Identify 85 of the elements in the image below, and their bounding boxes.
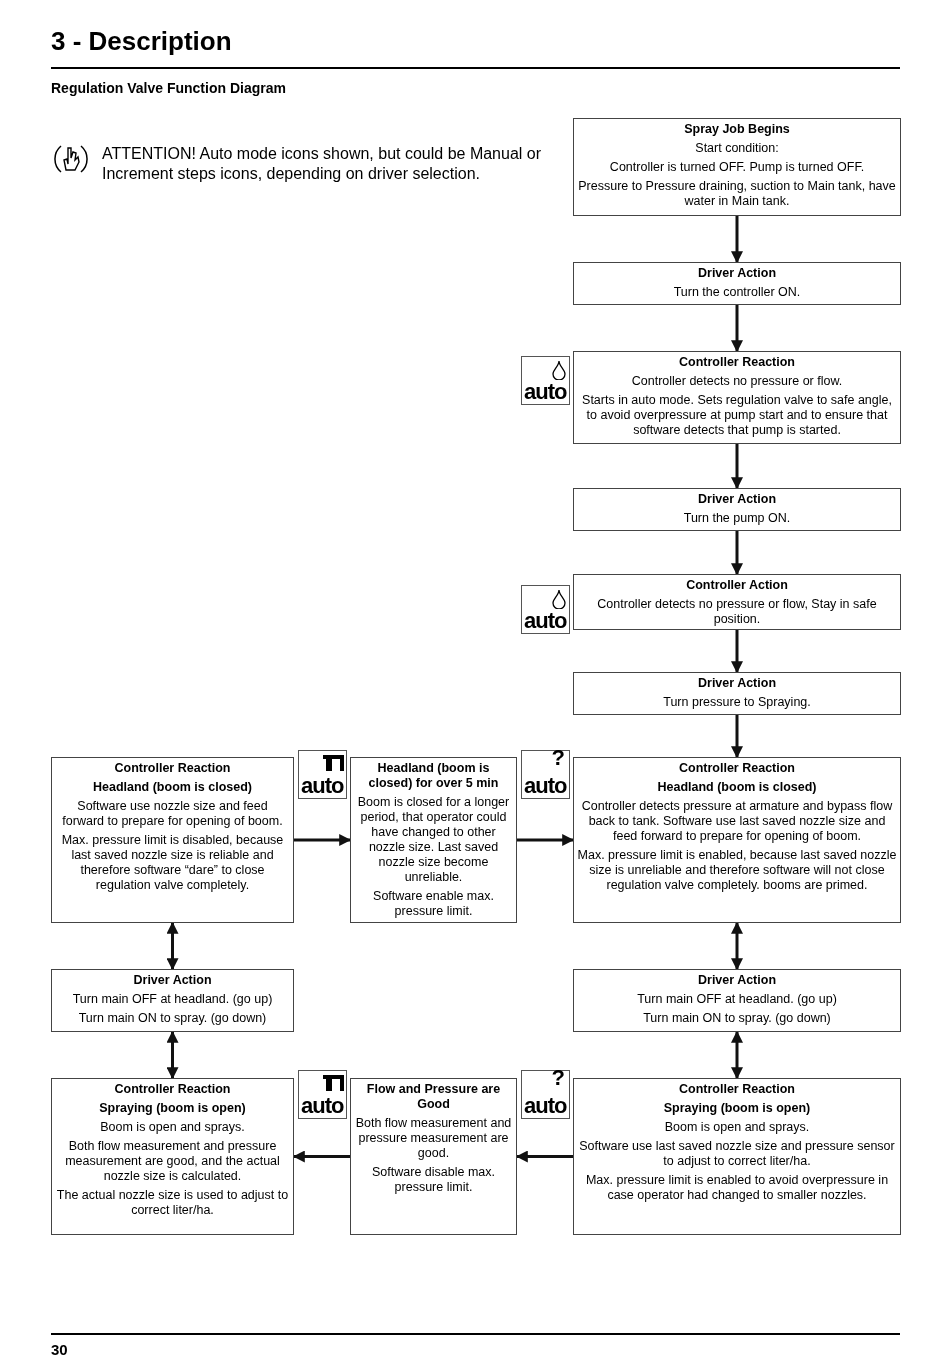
box-heading: Controller Reaction — [114, 761, 231, 776]
flow-arrow — [292, 1150, 350, 1163]
process-box — [573, 969, 901, 1032]
process-box — [350, 1078, 517, 1235]
diagram-title: Regulation Valve Function Diagram — [51, 79, 286, 98]
mode-label: auto — [524, 1095, 567, 1117]
flow-arrow — [166, 1030, 179, 1080]
box-text: Controller is turned OFF. Pump is turned OFF. — [609, 160, 865, 175]
box-text: Both flow measurement and pressure measurement are good. — [354, 1116, 513, 1161]
mode-label: auto — [524, 610, 567, 632]
box-text: Boom is closed for a longer period, that operator could have changed to other nozzle size. Last saved nozzle size become unreliable. — [356, 795, 511, 885]
box-heading: Headland (boom is closed) for over 5 min — [367, 761, 500, 791]
box-text: Pressure to Pressure draining, suction to Main tank, have water in Main tank. — [577, 179, 897, 209]
flow-arrow — [731, 715, 743, 759]
mode-label: auto — [301, 1095, 344, 1117]
flow-arrow — [515, 1150, 573, 1163]
flow-arrow — [731, 630, 743, 674]
flow-arrow — [731, 1030, 743, 1080]
box-text: Turn the pump ON. — [683, 511, 791, 526]
box-heading: Controller Reaction — [679, 1082, 795, 1097]
box-text: The actual nozzle size is used to adjust to correct liter/ha. — [55, 1188, 290, 1218]
box-heading: Headland (boom is closed) — [657, 780, 817, 795]
box-text: Max. pressure limit is disabled, because last saved nozzle size is reliable and therefore software “dare” to close regulation valve completely. — [60, 833, 285, 893]
process-box — [51, 1078, 294, 1235]
question-mark: ? — [551, 747, 565, 769]
process-box — [573, 1078, 901, 1235]
process-box — [51, 969, 294, 1032]
box-text: Controller detects pressure at armature and bypass flow back to tank. Software use last saved nozzle size and feed forward to prepare for opening of boom. — [580, 799, 894, 844]
box-text: Max. pressure limit is enabled to avoid overpressure in case operator had changed to smaller nozzles. — [584, 1173, 890, 1203]
box-heading: Driver Action — [698, 676, 776, 691]
process-box — [573, 118, 901, 216]
box-text: Starts in auto mode. Sets regulation valve to safe angle, to avoid overpressure at pump start and to ensure that software detects that pump is started. — [581, 393, 893, 438]
mode-label: auto — [524, 381, 567, 403]
box-heading: Driver Action — [698, 492, 776, 507]
box-text: Turn main ON to spray. (go down) — [78, 1011, 267, 1026]
box-heading: Controller Reaction — [679, 355, 795, 370]
process-box — [573, 574, 901, 630]
box-heading: Flow and Pressure are Good — [365, 1082, 502, 1112]
box-text: Turn main ON to spray. (go down) — [643, 1011, 831, 1026]
box-heading: Headland (boom is closed) — [92, 780, 253, 795]
box-text: Start condition: — [695, 141, 779, 156]
box-text: Controller detects no pressure or flow. — [631, 374, 843, 389]
box-heading: Controller Reaction — [679, 761, 795, 776]
process-box — [573, 488, 901, 531]
box-heading: Controller Action — [686, 578, 788, 593]
flow-arrow — [294, 834, 352, 846]
process-box — [573, 757, 901, 923]
box-text: Boom is open and sprays. — [100, 1120, 245, 1135]
box-text: Max. pressure limit is enabled, because last saved nozzle size is unreliable and therefore software will not close regulation valve completely. booms are primed. — [577, 848, 897, 893]
box-text: Controller detects no pressure or flow, Stay in safe position. — [596, 597, 878, 627]
process-box — [573, 262, 901, 305]
box-heading: Spraying (boom is open) — [663, 1101, 811, 1116]
page-number: 30 — [51, 1340, 68, 1360]
process-box — [51, 757, 294, 923]
flow-arrow — [731, 531, 743, 576]
box-text: Software enable max. pressure limit. — [372, 889, 495, 919]
flow-arrow — [731, 921, 743, 971]
box-text: Both flow measurement and pressure measurement are good, and the actual nozzle size is calculated. — [64, 1139, 281, 1184]
box-heading: Driver Action — [698, 266, 776, 281]
flow-arrow — [731, 216, 743, 264]
box-heading: Spray Job Begins — [684, 122, 790, 137]
flow-arrow — [731, 444, 743, 490]
box-text: Boom is open and sprays. — [664, 1120, 810, 1135]
flow-arrow — [166, 921, 179, 971]
flow-arrow — [731, 305, 743, 353]
chapter-heading: 3 - Description — [51, 25, 232, 58]
box-text: Turn main OFF at headland. (go up) — [72, 992, 273, 1007]
process-box — [350, 757, 517, 923]
box-text: Turn main OFF at headland. (go up) — [637, 992, 837, 1007]
flow-arrow — [517, 834, 575, 846]
box-text: Turn pressure to Spraying. — [663, 695, 811, 710]
box-heading: Spraying (boom is open) — [99, 1101, 246, 1116]
box-text: Software use last saved nozzle size and pressure sensor to adjust to correct liter/ha. — [578, 1139, 896, 1169]
process-box — [573, 672, 901, 715]
box-heading: Driver Action — [133, 973, 212, 988]
box-text: Turn the controller ON. — [673, 285, 801, 300]
process-box — [573, 351, 901, 444]
attention-note: ATTENTION! Auto mode icons shown, but could be Manual or Increment steps icons, depending on driver selection. — [102, 144, 542, 184]
box-heading: Driver Action — [698, 973, 776, 988]
question-mark: ? — [551, 1067, 565, 1089]
box-text: Software disable max. pressure limit. — [371, 1165, 496, 1195]
box-text: Software use nozzle size and feed forward to prepare for opening of boom. — [61, 799, 284, 829]
box-heading: Controller Reaction — [114, 1082, 231, 1097]
mode-label: auto — [301, 775, 344, 797]
mode-label: auto — [524, 775, 567, 797]
